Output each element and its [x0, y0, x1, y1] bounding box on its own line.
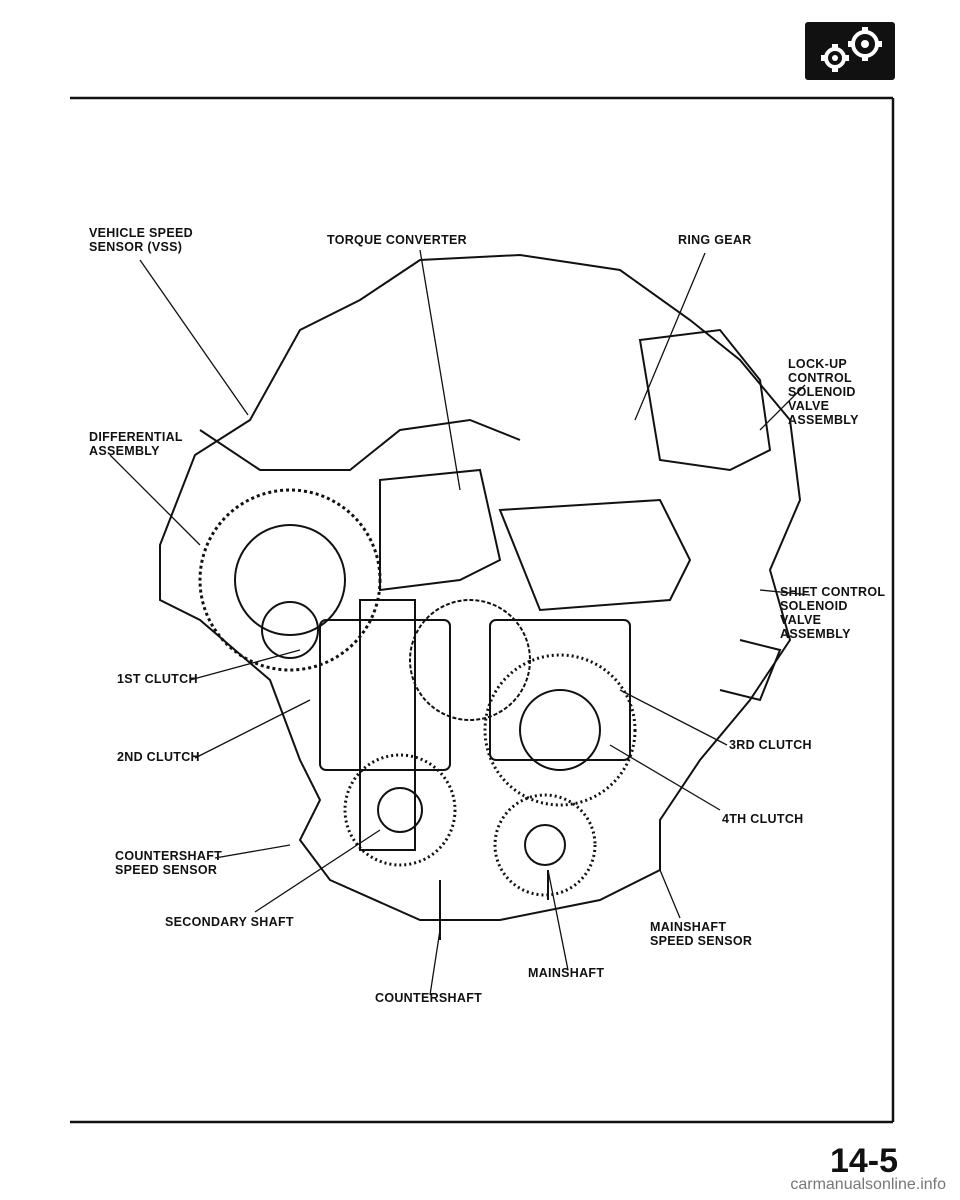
leader-lines: [109, 249, 811, 996]
transmission-housing: [159, 253, 802, 921]
second-clutch-label: 2ND CLUTCH: [117, 750, 200, 764]
torque-converter-label: TORQUE CONVERTER: [327, 233, 467, 247]
ring-gear-label: RING GEAR: [678, 233, 752, 247]
shafts-and-clutches: [319, 599, 782, 940]
gear-set: [198, 488, 637, 897]
mainshaft-speed-sensor-label: MAINSHAFT SPEED SENSOR: [650, 920, 753, 948]
shift-solenoid-label: SHIFT CONTROL SOLENOID VALVE ASSEMBLY: [780, 585, 886, 641]
fourth-clutch-label: 4TH CLUTCH: [722, 812, 804, 826]
countershaft-speed-sensor-label: COUNTERSHAFT SPEED SENSOR: [115, 849, 223, 877]
lockup-solenoid-label: LOCK-UP CONTROL SOLENOID VALVE ASSEMBLY: [788, 357, 859, 427]
differential-label: DIFFERENTIAL ASSEMBLY: [89, 430, 183, 458]
mainshaft-label: MAINSHAFT: [528, 966, 605, 980]
watermark: carmanualsonline.info: [790, 1176, 946, 1193]
secondary-shaft-label: SECONDARY SHAFT: [165, 915, 294, 929]
page-number: 14-5: [829, 1142, 898, 1180]
third-clutch-label: 3RD CLUTCH: [729, 738, 812, 752]
countershaft-label: COUNTERSHAFT: [375, 991, 483, 1005]
first-clutch-label: 1ST CLUTCH: [117, 672, 198, 686]
vss-label: VEHICLE SPEED SENSOR (VSS): [89, 226, 193, 254]
gears-section-icon: [805, 22, 895, 80]
